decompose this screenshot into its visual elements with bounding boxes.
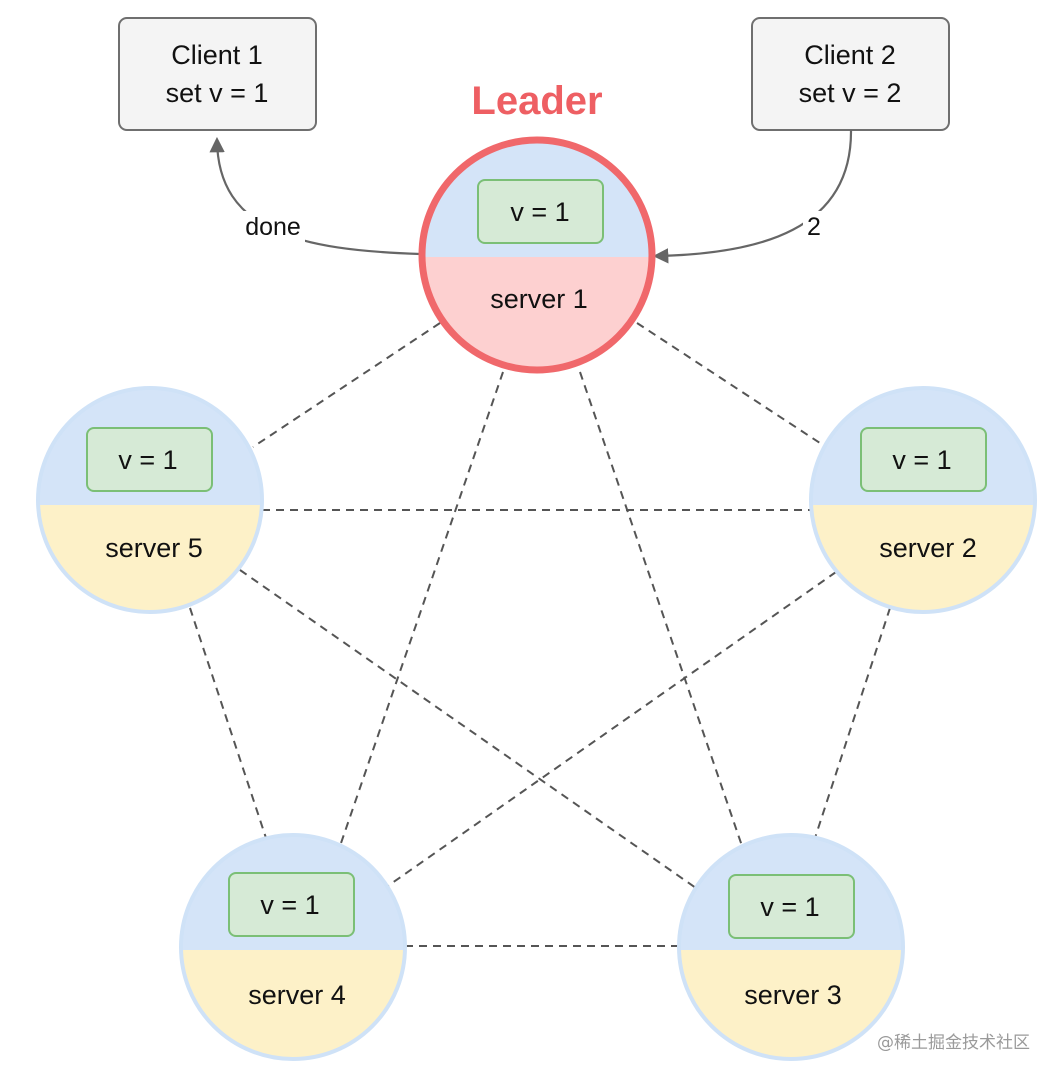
server-1-value-box: [477, 179, 604, 244]
server-1-label: server 1: [490, 284, 588, 314]
server-3-value-box: [728, 874, 855, 939]
server-4-bottom-fill: [181, 950, 405, 1059]
server-5-node: v = 1 server 5: [36, 386, 264, 614]
request-label-text: 2: [807, 213, 821, 241]
link-s2-s4: [384, 571, 837, 889]
server-1-value: v = 1: [510, 197, 569, 227]
server-4-label: server 4: [248, 980, 346, 1010]
watermark: @稀土掘金技术社区: [877, 1033, 1030, 1053]
done-label-bg: [241, 211, 305, 243]
server-3-value: v = 1: [760, 892, 819, 922]
client-2: Client 2 set v = 2: [751, 17, 950, 131]
done-label: done: [241, 211, 305, 243]
server-2-label: server 2: [879, 533, 977, 563]
client-2-box: [751, 17, 950, 131]
server-4-value-box: [228, 872, 355, 937]
server-4-value: v = 1: [260, 890, 319, 920]
server-5-bottom-fill: [38, 505, 262, 612]
cluster-links: [189, 322, 891, 947]
link-s5-s3: [239, 569, 697, 889]
link-s1-s4: [339, 371, 504, 847]
request-label-bg: [803, 211, 825, 243]
done-label-text: done: [245, 213, 301, 241]
request-label: 2: [803, 211, 825, 243]
server-5-value-box: [86, 427, 213, 492]
leader-title: Leader: [471, 79, 602, 123]
client-1-operation: set v = 1: [166, 78, 269, 108]
server-3-node: v = 1 server 3: [677, 833, 905, 1061]
server-2-value: v = 1: [892, 445, 951, 475]
client-2-operation: set v = 2: [799, 78, 902, 108]
request-arrow: [652, 129, 853, 264]
server-4-node: v = 1 server 4: [179, 833, 407, 1061]
link-s1-s3: [579, 371, 743, 847]
link-s5-s4: [189, 607, 267, 839]
server-5-label: server 5: [105, 533, 203, 563]
server-1-bottom-fill: [424, 257, 650, 368]
server-2-value-box: [860, 427, 987, 492]
server-5-ring: [36, 386, 264, 614]
link-s2-s3: [814, 607, 891, 839]
link-s1-s5: [252, 322, 441, 448]
server-1-node: v = 1 server 1: [418, 136, 656, 374]
client-2-name: Client 2: [804, 40, 896, 70]
server-3-ring: [677, 833, 905, 1061]
server-2-bottom-fill: [811, 505, 1035, 612]
client-1-name: Client 1: [171, 40, 263, 70]
server-3-label: server 3: [744, 980, 842, 1010]
client-1-box: [118, 17, 317, 131]
server-2-node: v = 1 server 2: [809, 386, 1037, 614]
server-1-ring: [418, 136, 656, 374]
server-5-value: v = 1: [118, 445, 177, 475]
client-1: Client 1 set v = 1: [118, 17, 317, 131]
link-s1-s2: [636, 322, 827, 448]
server-4-ring: [179, 833, 407, 1061]
server-2-ring: [809, 386, 1037, 614]
